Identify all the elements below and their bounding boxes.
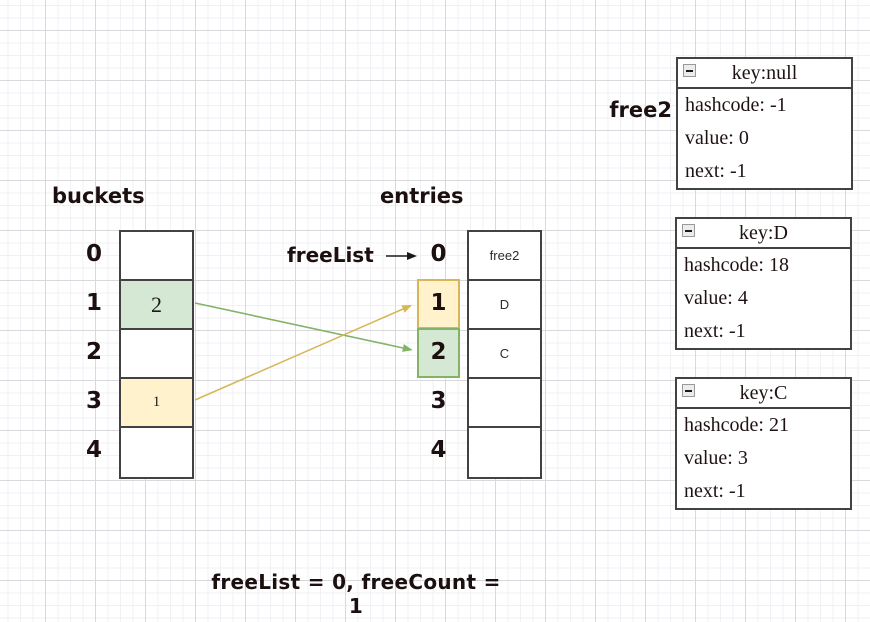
entry-index-2: 2 <box>430 339 447 365</box>
buckets-label: buckets <box>52 184 145 208</box>
entry-box-key-d-header: key:D <box>677 219 850 249</box>
value-field: value: 0 <box>685 127 749 149</box>
bucket-cell-0 <box>121 232 192 281</box>
entry-cell-2: C <box>469 330 540 379</box>
bucket-cell-4 <box>121 428 192 477</box>
buckets-array: 2 1 <box>119 230 194 479</box>
bucket1-to-entry2-arrow <box>194 302 413 352</box>
hashcode-field: hashcode: 18 <box>684 254 789 276</box>
entry-box-key-c: key:C hashcode: 21 value: 3 next: -1 <box>675 377 852 510</box>
entry-value-1: D <box>499 297 510 312</box>
entry-2-highlight <box>417 328 460 378</box>
collapse-minus-icon[interactable] <box>682 224 695 237</box>
entry-index-4: 4 <box>430 437 447 463</box>
bucket-value-1: 2 <box>151 291 162 317</box>
collapse-minus-icon[interactable] <box>683 64 696 77</box>
entry-index-1: 1 <box>430 290 447 316</box>
entry-box-key-d: key:D hashcode: 18 value: 4 next: -1 <box>675 217 852 350</box>
entry-cell-0: free2 <box>469 232 540 281</box>
free2-side-label: free2 <box>609 98 672 122</box>
bucket-index-4: 4 <box>85 437 102 463</box>
entries-array: free2 D C <box>467 230 542 479</box>
entry-box-key-null-header: key:null <box>678 59 851 89</box>
hashcode-field: hashcode: 21 <box>684 414 789 436</box>
entries-label: entries <box>380 184 464 208</box>
next-field: next: -1 <box>684 320 746 342</box>
entry-box-title: key:null <box>731 61 798 84</box>
value-field: value: 3 <box>684 447 748 469</box>
entry-index-3: 3 <box>430 388 447 414</box>
bucket-cell-2 <box>121 330 192 379</box>
next-field: next: -1 <box>684 480 746 502</box>
bucket3-to-entry1-arrow <box>194 304 413 401</box>
bucket-index-2: 2 <box>85 339 102 365</box>
entry-value-2: C <box>499 346 510 361</box>
freelist-pointer-label: freeList <box>287 243 374 267</box>
entry-1-highlight <box>417 279 460 329</box>
bucket-index-0: 0 <box>85 241 102 267</box>
entry-value-0: free2 <box>489 248 520 263</box>
bucket-index-1: 1 <box>85 290 102 316</box>
entry-index-0: 0 <box>430 241 447 267</box>
bucket-index-3: 3 <box>85 388 102 414</box>
value-field: value: 4 <box>684 287 748 309</box>
entry-box-title: key:D <box>739 221 788 244</box>
entry-box-title: key:C <box>739 381 788 404</box>
entry-cell-4 <box>469 428 540 477</box>
bucket-cell-3: 1 <box>121 379 192 428</box>
entry-cell-1: D <box>469 281 540 330</box>
entry-box-key-null: key:null hashcode: -1 value: 0 next: -1 <box>676 57 853 190</box>
entry-cell-3 <box>469 379 540 428</box>
freelist-caption: freeList = 0, freeCount = 1 <box>211 570 501 618</box>
entry-box-key-c-header: key:C <box>677 379 850 409</box>
bucket-value-3: 1 <box>152 394 161 410</box>
bucket-cell-1: 2 <box>121 281 192 330</box>
collapse-minus-icon[interactable] <box>682 384 695 397</box>
next-field: next: -1 <box>685 160 747 182</box>
hashcode-field: hashcode: -1 <box>685 94 787 116</box>
